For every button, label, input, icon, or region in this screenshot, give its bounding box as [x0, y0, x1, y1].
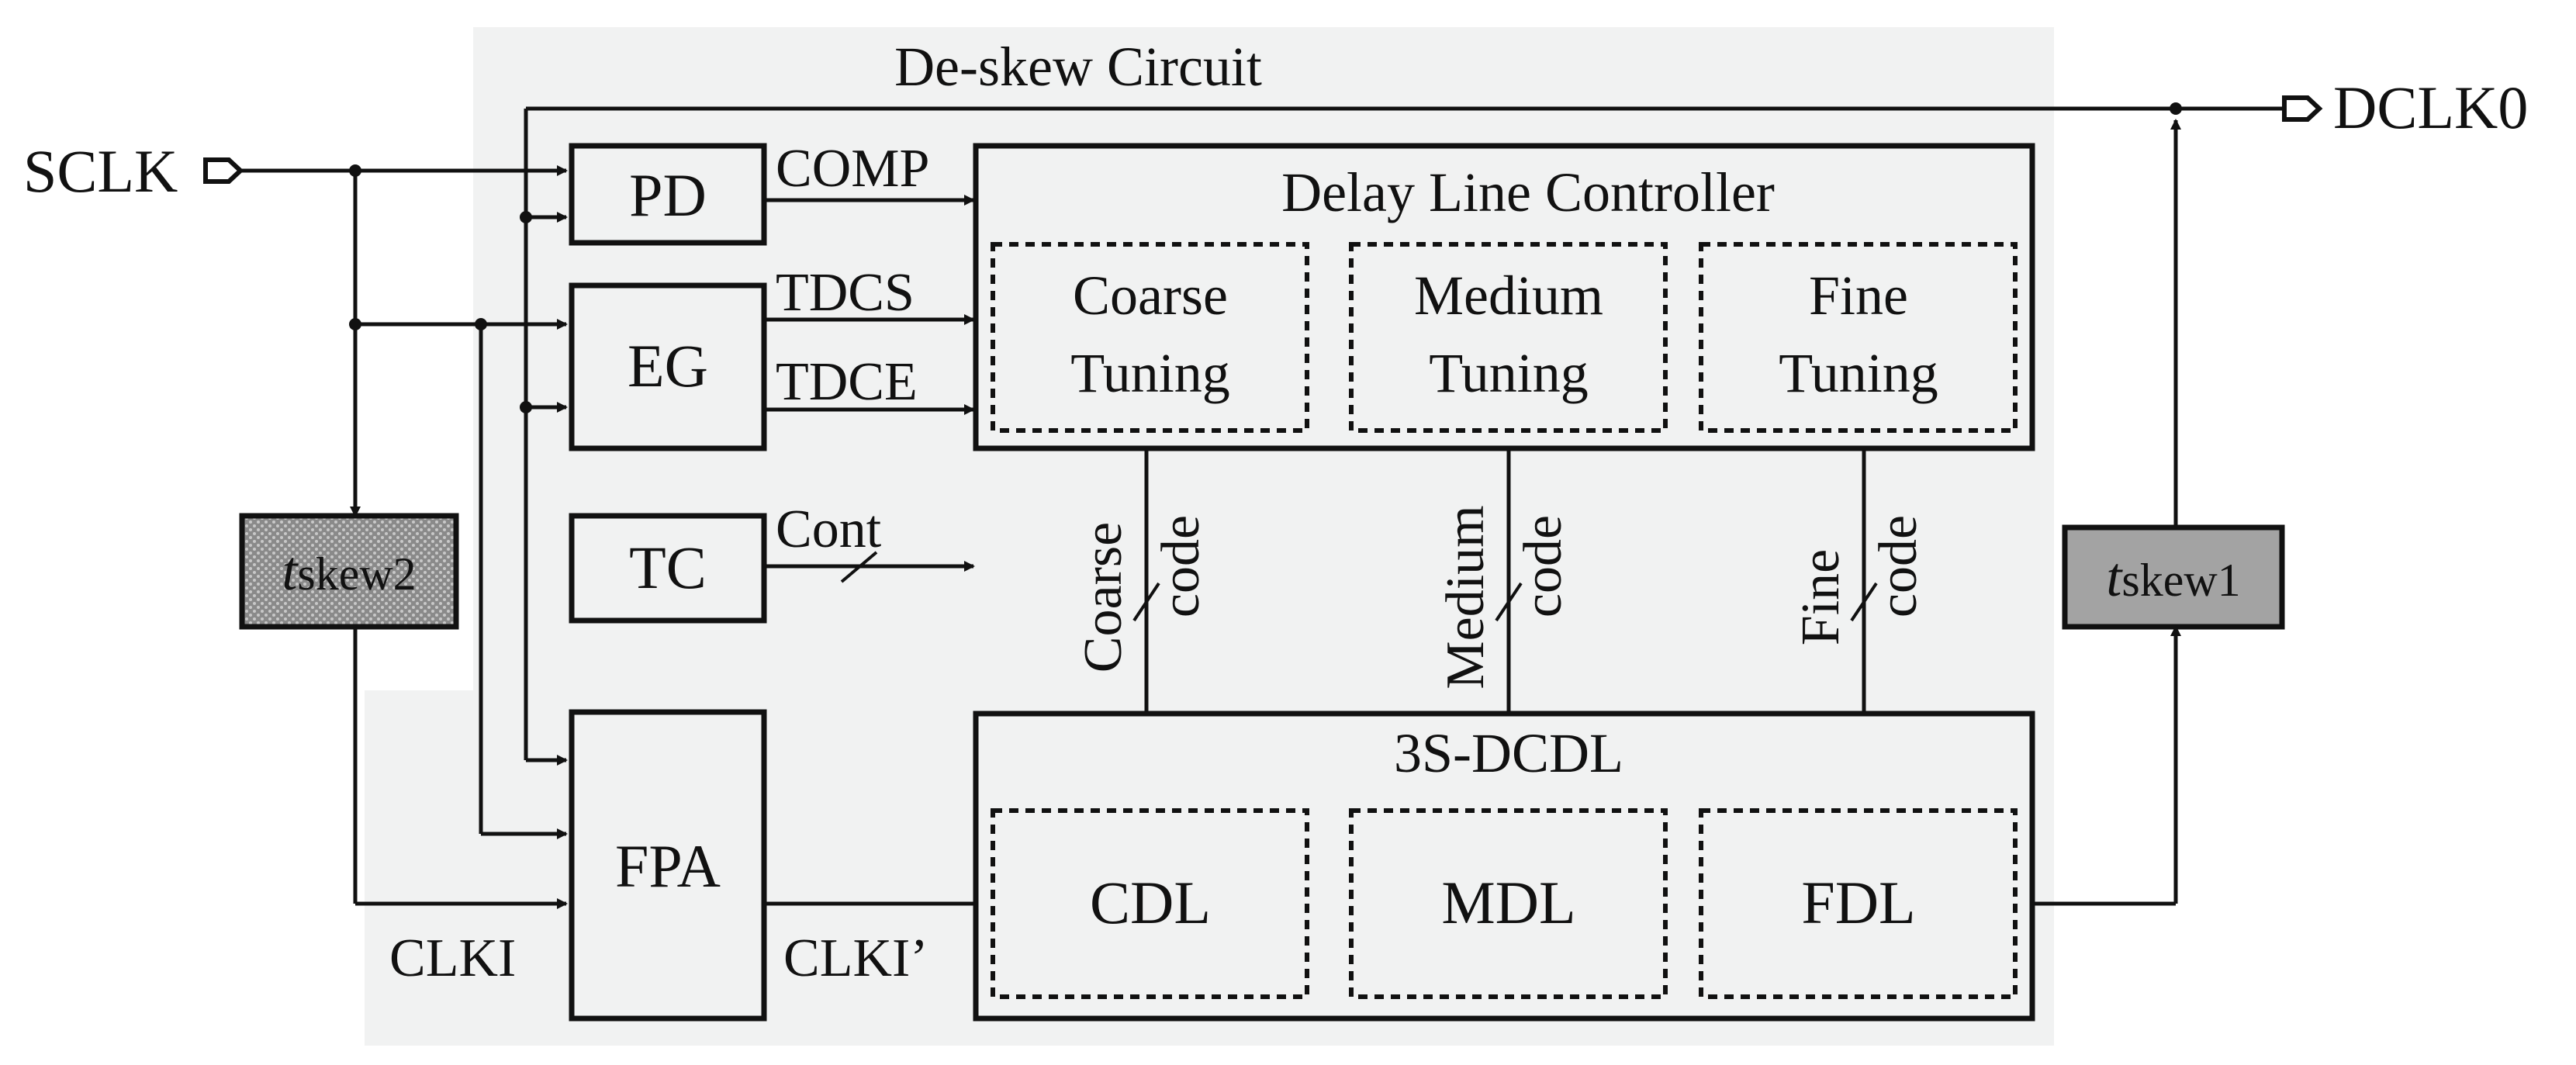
- dcdl-title: 3S-DCDL: [1394, 722, 1623, 784]
- sclk-label: SCLK: [23, 137, 178, 205]
- fpa-block: FPA: [569, 709, 767, 1022]
- mdl-block: MDL: [1349, 808, 1668, 999]
- cdl-block: CDL: [991, 808, 1309, 999]
- tskew1-label: tskew1: [2106, 546, 2240, 608]
- svg-text:code: code: [1151, 515, 1211, 617]
- fdl-block: FDL: [1699, 808, 2018, 999]
- medium-tuning-block: Medium Tuning: [1349, 242, 1668, 433]
- svg-text:Medium: Medium: [1414, 265, 1603, 327]
- clki-prime-label: CLKI’: [783, 928, 928, 988]
- region-title: De-skew Circuit: [894, 36, 1262, 98]
- tc-block: TC: [569, 513, 767, 624]
- pd-label: PD: [629, 161, 707, 229]
- dclk0-label: DCLK0: [2333, 74, 2528, 141]
- sclk-port-icon: [203, 157, 244, 184]
- coarse-code-label: Coarse code: [1074, 515, 1211, 673]
- controller-title: Delay Line Controller: [1281, 161, 1775, 223]
- tskew2-label: tskew2: [282, 540, 416, 602]
- tc-label: TC: [629, 534, 707, 601]
- svg-text:Coarse: Coarse: [1073, 265, 1228, 327]
- clki-label: CLKI: [389, 928, 516, 988]
- delay-line-controller: Delay Line Controller Coarse Tuning Medi…: [973, 143, 2035, 451]
- eg-label: EG: [628, 332, 708, 399]
- svg-text:Medium: Medium: [1436, 505, 1495, 689]
- svg-text:Fine: Fine: [1791, 549, 1851, 645]
- medium-code-label: Medium code: [1436, 505, 1573, 689]
- svg-text:CDL: CDL: [1090, 869, 1211, 936]
- svg-text:code: code: [1513, 515, 1573, 617]
- svg-text:FDL: FDL: [1801, 869, 1915, 936]
- fpa-label: FPA: [615, 832, 721, 900]
- fine-code-label: Fine code: [1791, 515, 1928, 645]
- pd-block: PD: [569, 143, 767, 246]
- svg-text:code: code: [1869, 515, 1928, 617]
- svg-text:Coarse: Coarse: [1074, 522, 1133, 673]
- svg-text:Tuning: Tuning: [1429, 342, 1588, 404]
- cont-label: Cont: [776, 500, 882, 559]
- svg-text:MDL: MDL: [1441, 869, 1575, 936]
- tdcs-label: TDCS: [776, 263, 915, 323]
- coarse-tuning-block: Coarse Tuning: [991, 242, 1309, 433]
- dclk0-port-icon: [2282, 95, 2323, 122]
- tskew1-block: tskew1: [2062, 524, 2285, 630]
- tskew2-block: tskew2: [239, 513, 459, 630]
- fine-tuning-block: Fine Tuning: [1699, 242, 2018, 433]
- junction-dots: [349, 102, 2182, 413]
- comp-label: COMP: [776, 139, 929, 199]
- dcdl-block: 3S-DCDL CDL MDL FDL: [973, 711, 2035, 1022]
- svg-text:Fine: Fine: [1809, 265, 1908, 327]
- svg-text:Tuning: Tuning: [1070, 342, 1229, 404]
- eg-block: EG: [569, 282, 767, 451]
- svg-text:Tuning: Tuning: [1779, 342, 1938, 404]
- tdce-label: TDCE: [776, 352, 918, 412]
